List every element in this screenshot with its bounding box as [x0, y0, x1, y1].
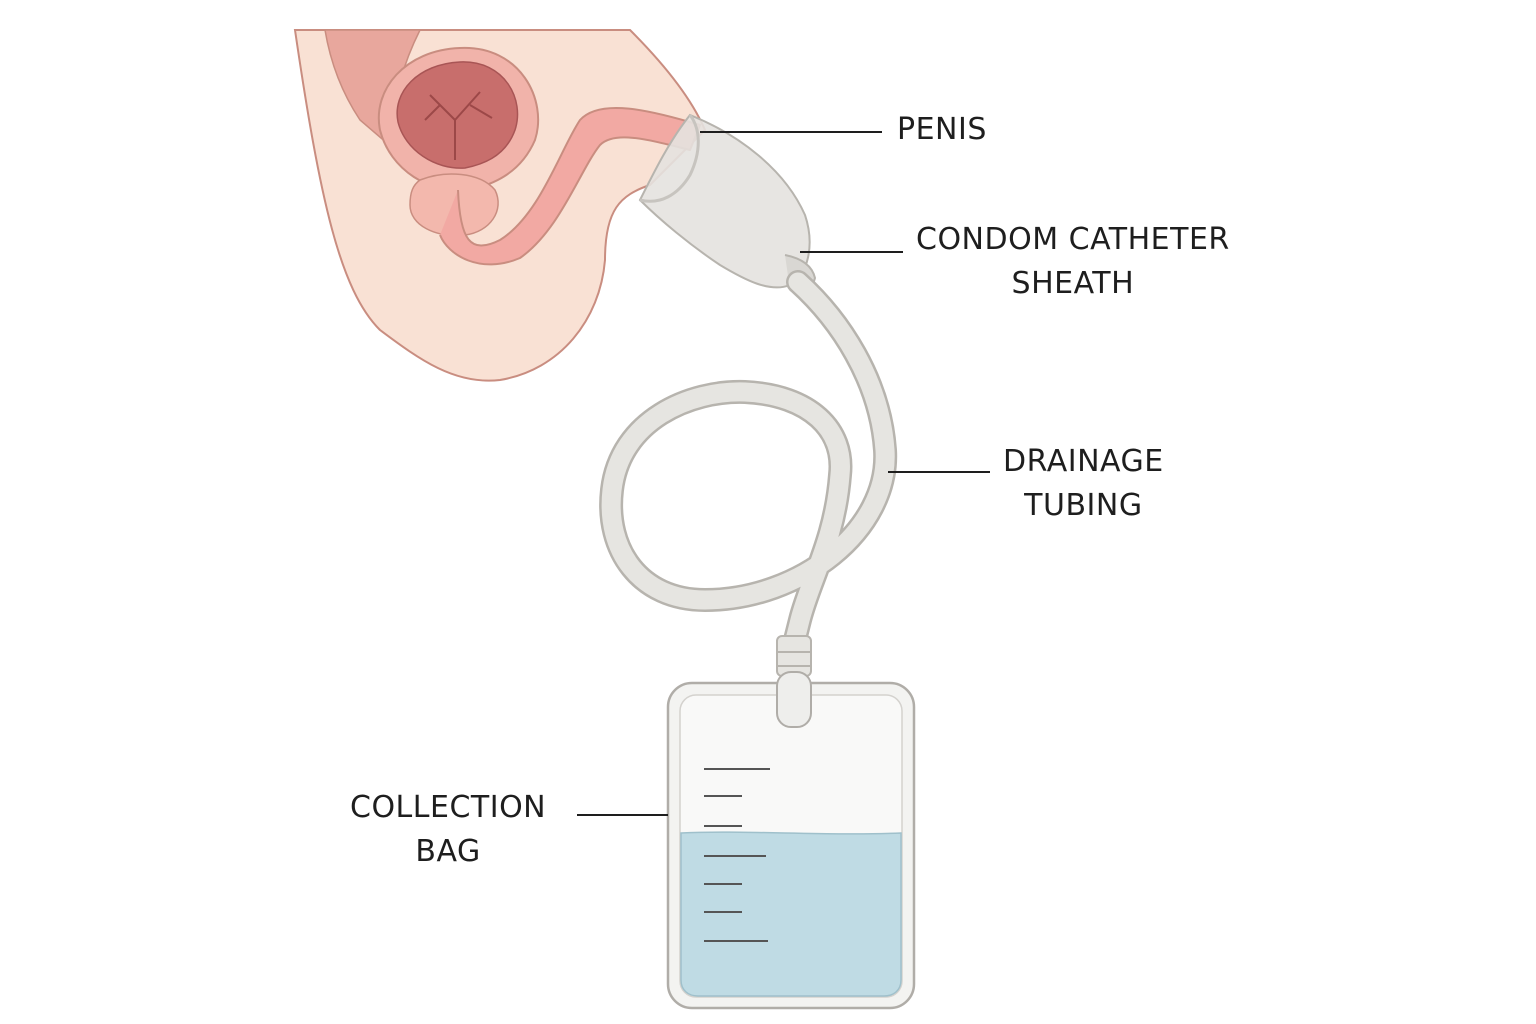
drainage-tubing: [599, 270, 898, 677]
pelvis-anatomy: [293, 29, 707, 382]
bladder-vessels: [424, 91, 493, 160]
label-penis-text: PENIS: [897, 112, 987, 147]
label-penis: PENIS: [897, 108, 987, 152]
tubing-fill: [601, 272, 895, 650]
bag-urine: [680, 831, 902, 997]
label-collection-bag: COLLECTION BAG: [350, 786, 546, 874]
label-sheath-line1: CONDOM CATHETER: [916, 222, 1230, 257]
label-bag-line2: BAG: [415, 834, 481, 869]
label-bag-line1: COLLECTION: [350, 790, 547, 825]
label-condom-catheter-sheath: CONDOM CATHETER SHEATH: [916, 218, 1230, 306]
label-tubing-line1: DRAINAGE: [1003, 444, 1164, 479]
condom-catheter-sheath: [638, 113, 817, 293]
collection-bag: [666, 671, 916, 1010]
sheath-ring: [639, 114, 700, 203]
sheath-body: [638, 113, 811, 289]
label-sheath-line2: SHEATH: [1011, 266, 1135, 301]
label-tubing-line2: TUBING: [1024, 488, 1143, 523]
bag-measurement-marks: [704, 768, 770, 942]
tubing-connector: [776, 635, 812, 677]
bag-port: [776, 671, 812, 728]
leader-lines: [577, 131, 990, 816]
bladder-inner: [396, 61, 519, 169]
label-drainage-tubing: DRAINAGE TUBING: [1003, 440, 1164, 528]
